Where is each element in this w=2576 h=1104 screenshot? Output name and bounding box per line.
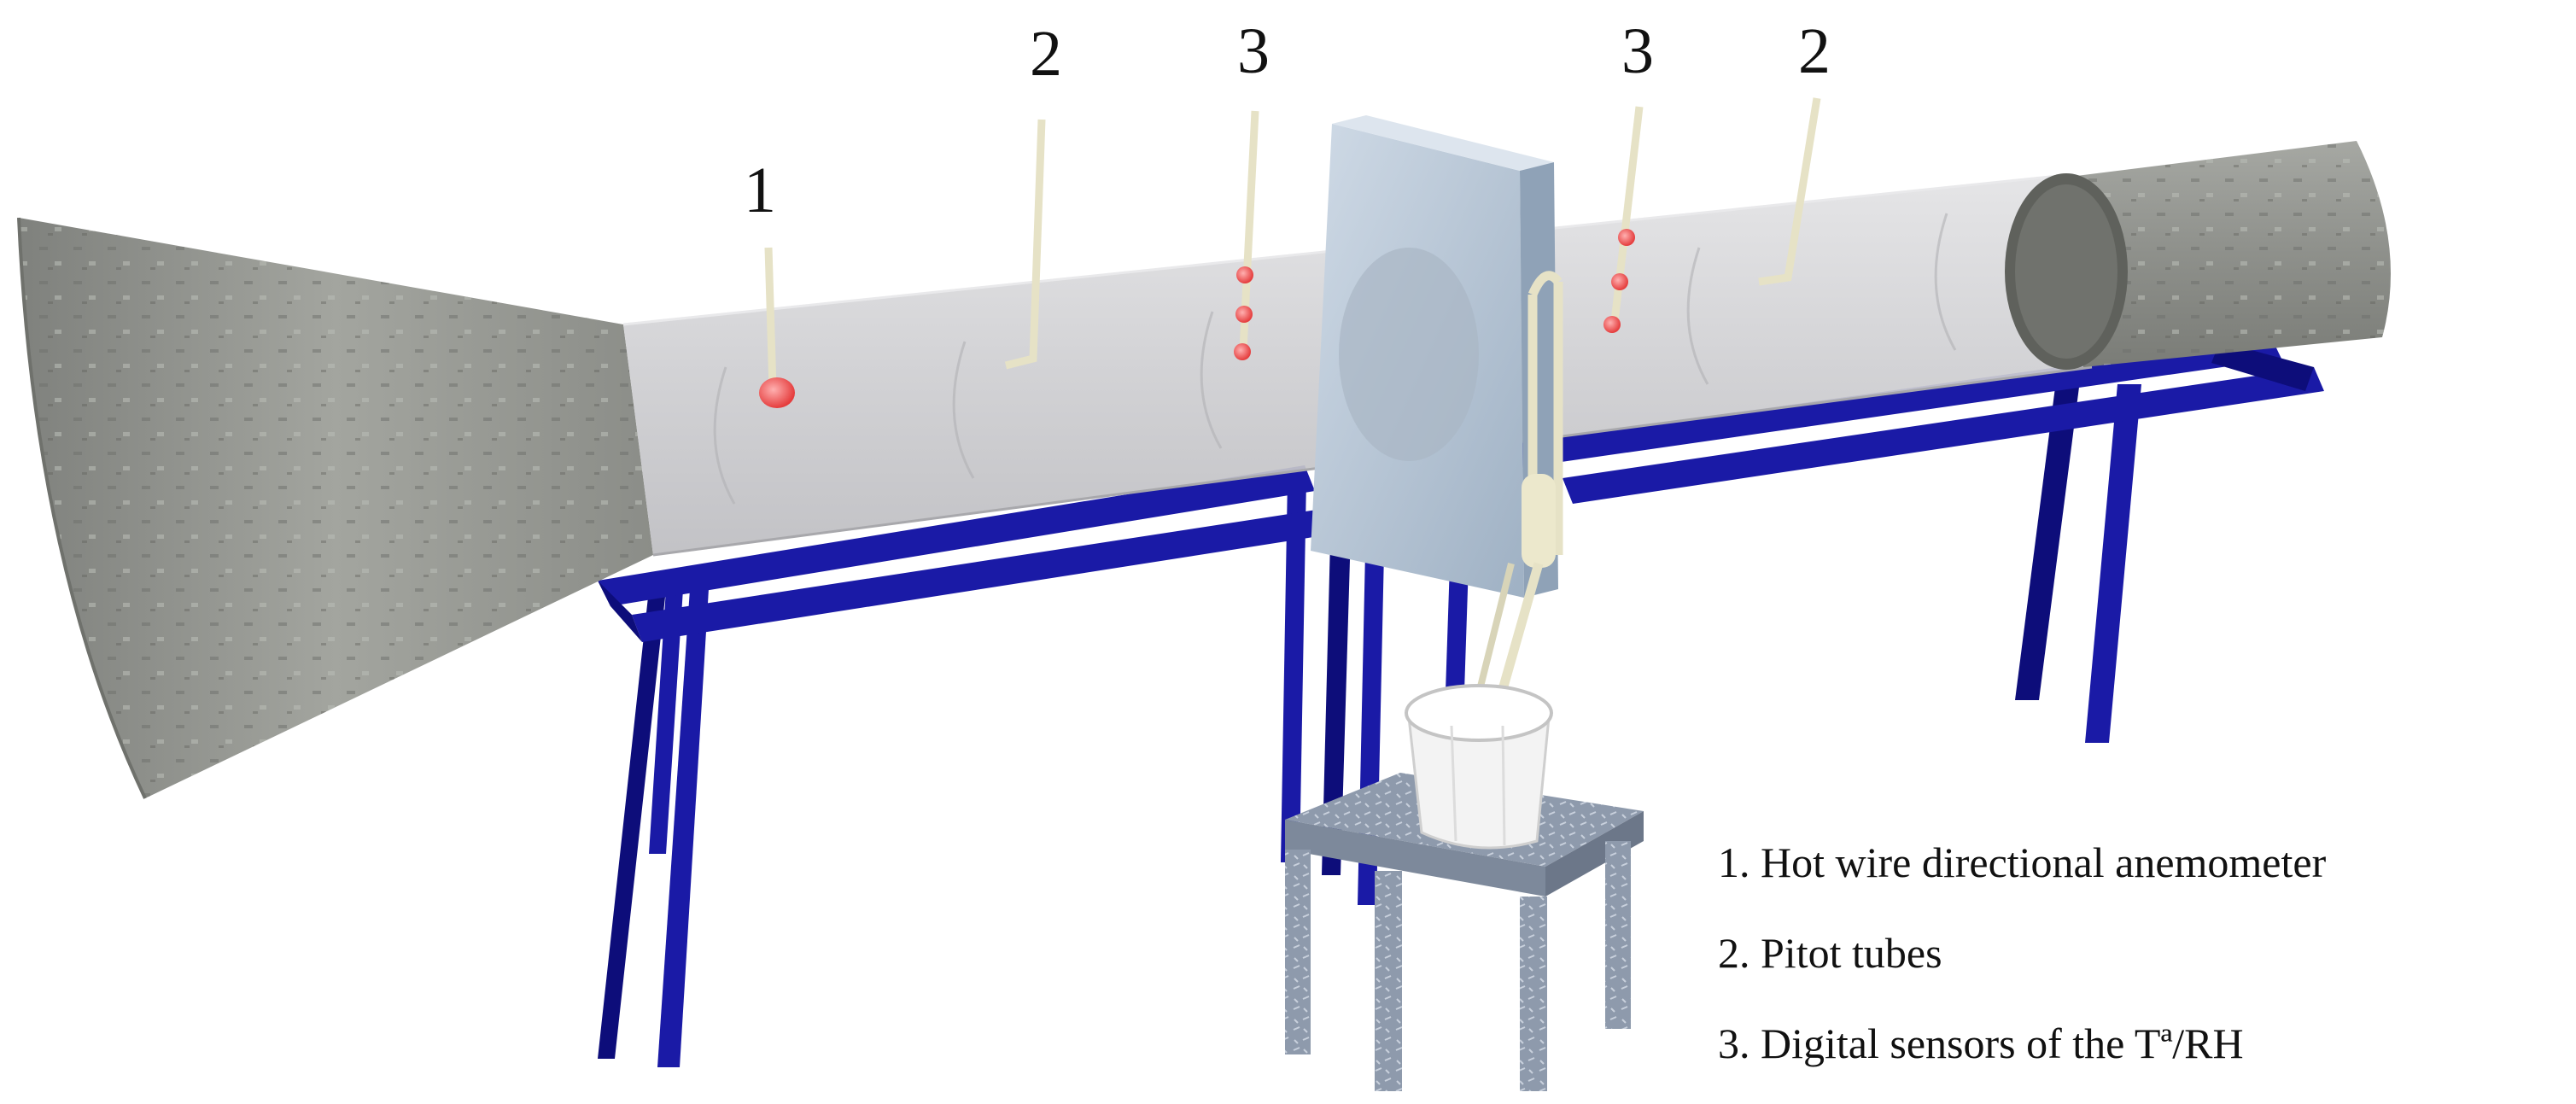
legend-item-pitot: 2. Pitot tubes (1718, 929, 1942, 977)
hot-wire-anemometer-probe (759, 247, 795, 408)
support-frame-left (598, 465, 1385, 1067)
inlet-cone (17, 217, 653, 799)
outlet-cylinder (2005, 141, 2391, 370)
callout-3-sensors-right: 3 (1621, 15, 1654, 87)
legend: 1. Hot wire directional anemometer 2. Pi… (1718, 841, 2326, 1077)
legend-item-hot-wire: 1. Hot wire directional anemometer (1718, 838, 2327, 886)
bucket (1405, 684, 1553, 850)
pitot-tube-left (1004, 119, 1046, 370)
callout-2-pitot-right: 2 (1798, 15, 1831, 87)
sensors-right (1603, 106, 1644, 333)
pitot-tube-right (1758, 97, 1821, 286)
sensors-left (1234, 110, 1259, 360)
callout-3-sensors-left: 3 (1237, 15, 1270, 87)
legend-item-sensors: 3. Digital sensors of the Tª/RH (1718, 1019, 2244, 1067)
callout-2-pitot-left: 2 (1030, 18, 1062, 90)
callout-1-hot-wire: 1 (744, 155, 776, 226)
test-section-panel (1311, 115, 1558, 598)
